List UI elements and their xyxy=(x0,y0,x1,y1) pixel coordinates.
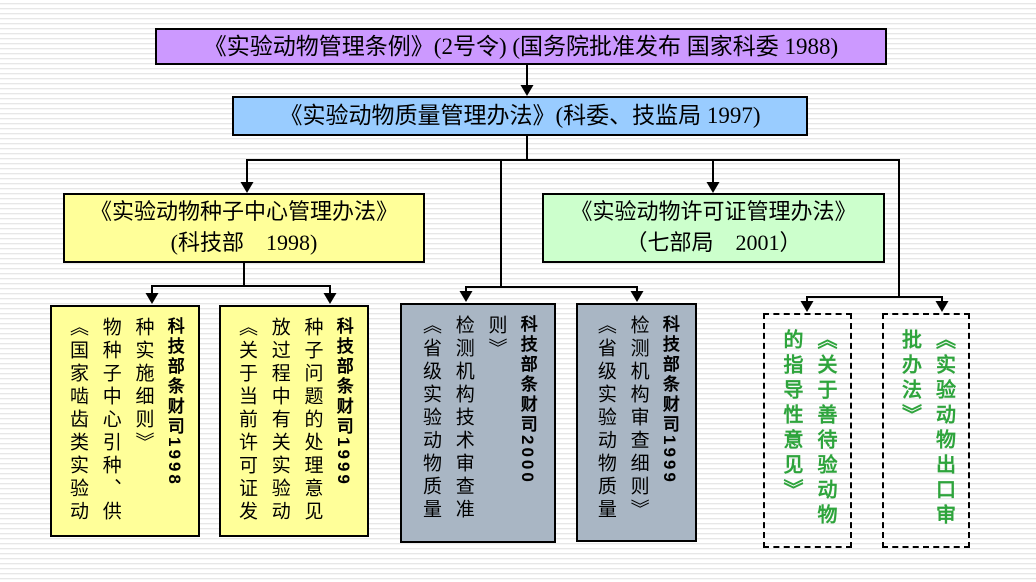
vertical-title-column: 种子问题的处理意见 xyxy=(301,317,323,524)
vertical-source-column: 科技部条财司1998 xyxy=(164,317,184,487)
node-quality-measures-1997-label: 《实验动物质量管理办法》(科委、技监局 1997) xyxy=(279,103,761,129)
vertical-title-column: 放过程中有关实验动 xyxy=(268,317,290,524)
node-license-title: 《实验动物许可证管理办法》 xyxy=(570,199,857,225)
vertical-source-column: 科技部条财司1999 xyxy=(333,317,353,487)
vertical-source-column: 科技部条财司1999 xyxy=(659,315,679,485)
vertical-title-column: 《省级实验动物质量 xyxy=(594,315,616,522)
node-regulation-1988: 《实验动物管理条例》(2号令) (国务院批准发布 国家科委 1988) xyxy=(155,28,887,65)
node-animal-welfare-guidance-opinions: 的指导性意见》《关于善待验动物 xyxy=(763,313,852,548)
vertical-title-column: 《关于当前许可证发 xyxy=(236,317,257,524)
node-seed-center-issuer: (科技部 1998) xyxy=(170,230,318,255)
node-license-issuing-seed-opinions-1999: 《关于当前许可证发放过程中有关实验动种子问题的处理意见科技部条财司1999 xyxy=(219,305,369,537)
node-seed-center-measures-1998: 《实验动物种子中心管理办法》 (科技部 1998) xyxy=(63,193,425,263)
vertical-title-column: 检测机构技术审查准 xyxy=(452,315,474,522)
node-seed-center-title: 《实验动物种子中心管理办法》 xyxy=(89,199,398,225)
node-license-measures-2001: 《实验动物许可证管理办法》 （七部局 2001） xyxy=(542,193,885,263)
node-provincial-quality-testing-tech-review-2000: 《省级实验动物质量检测机构技术审查准则》科技部条财司2000 xyxy=(400,303,556,543)
vertical-title-column: 则》 xyxy=(485,315,507,361)
connector-segments xyxy=(151,64,943,302)
node-license-issuer: （七部局 2001） xyxy=(625,230,802,255)
vertical-title-column: 的指导性意见》 xyxy=(780,329,802,504)
vertical-title-column: 批办法》 xyxy=(898,329,921,429)
node-regulation-1988-label: 《实验动物管理条例》(2号令) (国务院批准发布 国家科委 1988) xyxy=(203,33,839,59)
node-export-approval-measures: 批办法》《实验动物出口审 xyxy=(882,313,970,548)
node-provincial-quality-testing-review-rules-1999: 《省级实验动物质量检测机构审查细则》科技部条财司1999 xyxy=(576,303,697,542)
vertical-title-column: 检测机构审查细则》 xyxy=(627,315,649,522)
arrowheads xyxy=(145,85,949,312)
vertical-title-column: 《关于善待验动物 xyxy=(814,329,836,529)
vertical-title-column: 《国家啮齿类实验动 xyxy=(67,317,88,524)
vertical-title-column: 《实验动物出口审 xyxy=(932,329,955,529)
vertical-source-column: 科技部条财司2000 xyxy=(517,315,537,485)
node-rodent-seed-supply-rules-1998: 《国家啮齿类实验动物种子中心引种、供种实施细则》科技部条财司1998 xyxy=(50,305,200,537)
vertical-title-column: 《省级实验动物质量 xyxy=(420,315,441,522)
vertical-title-column: 物种子中心引种、供 xyxy=(99,317,121,524)
vertical-title-column: 种实施细则》 xyxy=(132,317,154,455)
node-quality-measures-1997: 《实验动物质量管理办法》(科委、技监局 1997) xyxy=(232,96,808,136)
